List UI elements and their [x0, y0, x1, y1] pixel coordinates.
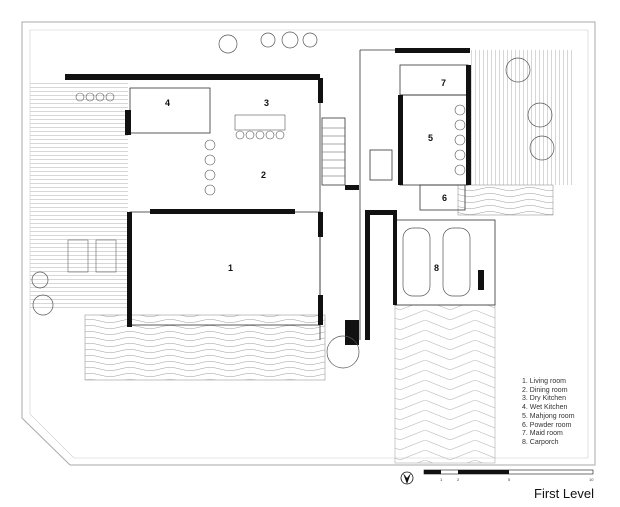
legend-item: 8. Carporch [522, 438, 559, 446]
site-boundary [21, 21, 596, 466]
legend-item: 4. Wet Kitchen [522, 404, 568, 412]
legend-item: 3. Dry Kitchen [522, 395, 566, 403]
plan-title: First Level [534, 486, 594, 501]
scale-tick-1: 1 [440, 477, 443, 482]
driveway [394, 304, 496, 464]
kitchen-island [234, 114, 286, 131]
north-arrow-icon [400, 471, 414, 485]
water-feature [457, 184, 554, 216]
scale-tick-10: 10 [589, 477, 594, 482]
room-label-2: 2 [261, 170, 266, 180]
room-label-4: 4 [165, 98, 170, 108]
room-label-7: 7 [441, 78, 446, 88]
room-label-6: 6 [442, 193, 447, 203]
room-legend: 1. Living room 2. Dining room 3. Dry Kit… [522, 378, 575, 448]
room-label-1: 1 [228, 263, 233, 273]
legend-item: 1. Living room [522, 378, 566, 385]
scale-tick-2: 2 [457, 477, 460, 482]
scale-bar [423, 469, 594, 475]
cars [402, 227, 471, 297]
legend-item: 7. Maid room [522, 430, 563, 438]
legend-item: 5. Mahjong room [522, 412, 575, 420]
right-deck [470, 50, 575, 185]
room-label-8: 8 [434, 263, 439, 273]
room-label-3: 3 [264, 98, 269, 108]
legend-item: 2. Dining room [522, 386, 568, 394]
legend-item: 6. Powder room [522, 421, 572, 429]
room-label-5: 5 [428, 133, 433, 143]
scale-tick-5: 5 [508, 477, 511, 482]
trees [31, 31, 555, 369]
left-deck [30, 82, 128, 310]
pond [84, 314, 326, 381]
